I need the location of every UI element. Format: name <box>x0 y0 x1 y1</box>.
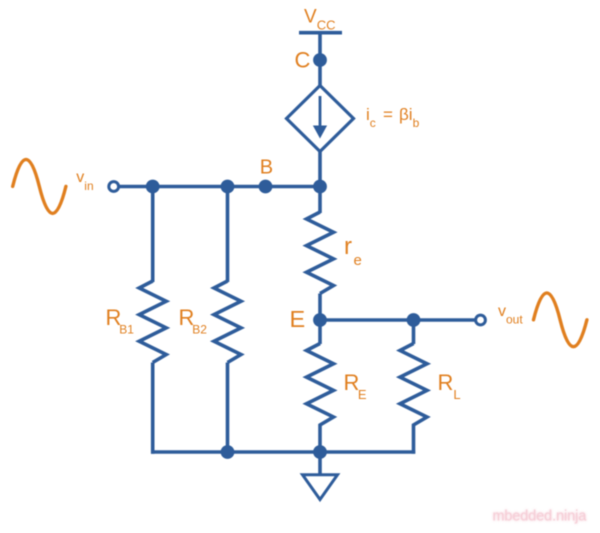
svg-text:C: C <box>295 48 311 73</box>
svg-text:B: B <box>260 156 273 178</box>
svg-text:RB2: RB2 <box>179 305 208 337</box>
svg-text:RB1: RB1 <box>106 305 135 337</box>
svg-text:re: re <box>344 233 362 269</box>
svg-text:mbedded.ninja: mbedded.ninja <box>493 508 587 524</box>
svg-text:VCC: VCC <box>304 7 335 33</box>
svg-text:mbedded.ninja: mbedded.ninja <box>493 508 587 524</box>
svg-text:vout: vout <box>498 303 523 327</box>
svg-text:vin: vin <box>76 169 93 193</box>
svg-text:E: E <box>290 306 306 332</box>
svg-text:ic=βib: ic=βib <box>366 105 420 130</box>
svg-text:RL: RL <box>438 370 461 402</box>
svg-text:RE: RE <box>344 370 367 402</box>
